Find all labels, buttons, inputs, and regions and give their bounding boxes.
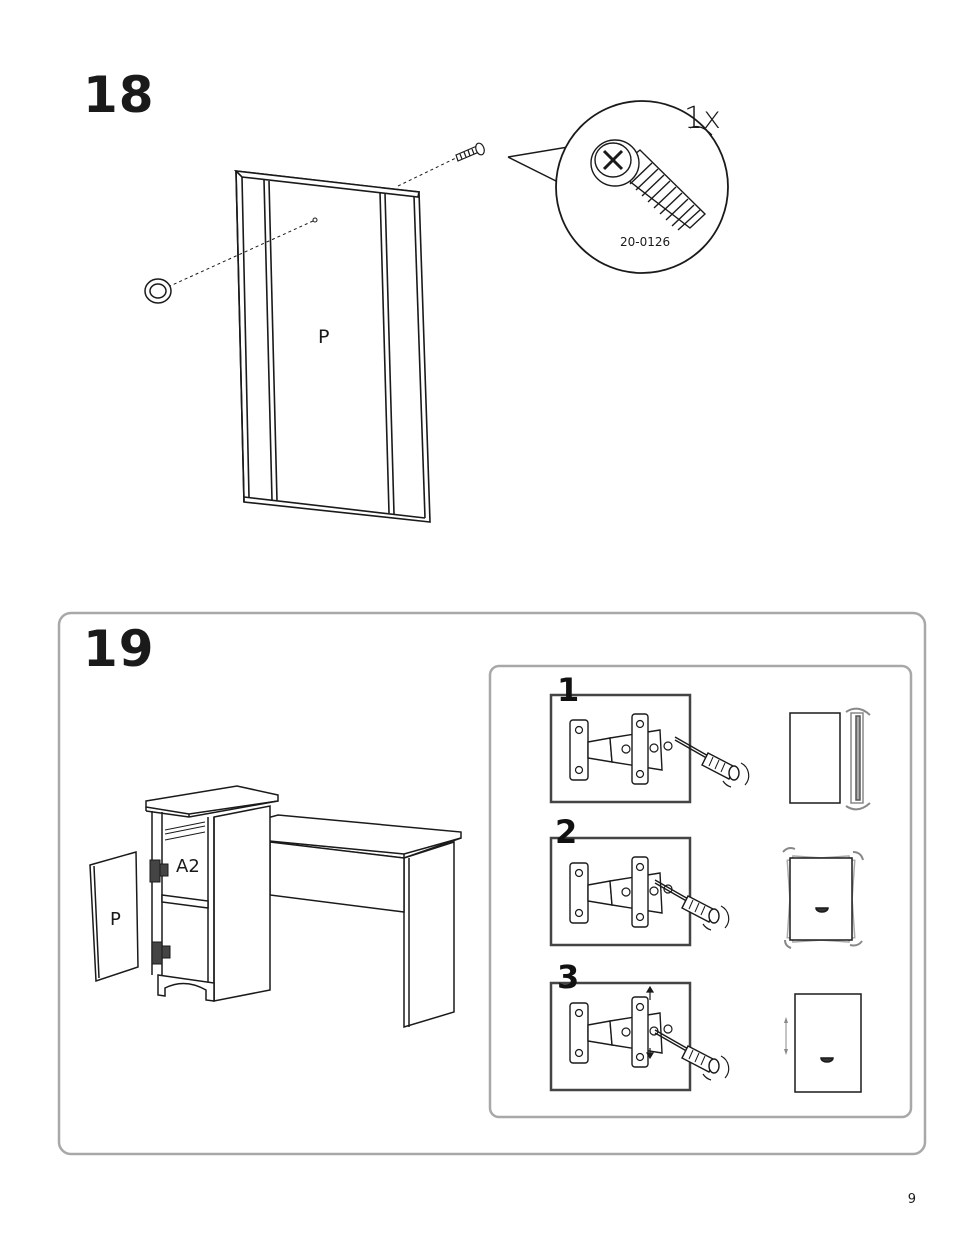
substep-1-number: 1: [557, 671, 579, 709]
substep-2-number: 2: [555, 813, 577, 851]
substep-3-number: 3: [557, 958, 579, 996]
door-depth-adjust-icon: [783, 848, 863, 948]
door-height-adjust-icon: [784, 994, 861, 1092]
page-number: 9: [908, 1192, 916, 1207]
door-side-adjust-icon: [790, 709, 870, 810]
